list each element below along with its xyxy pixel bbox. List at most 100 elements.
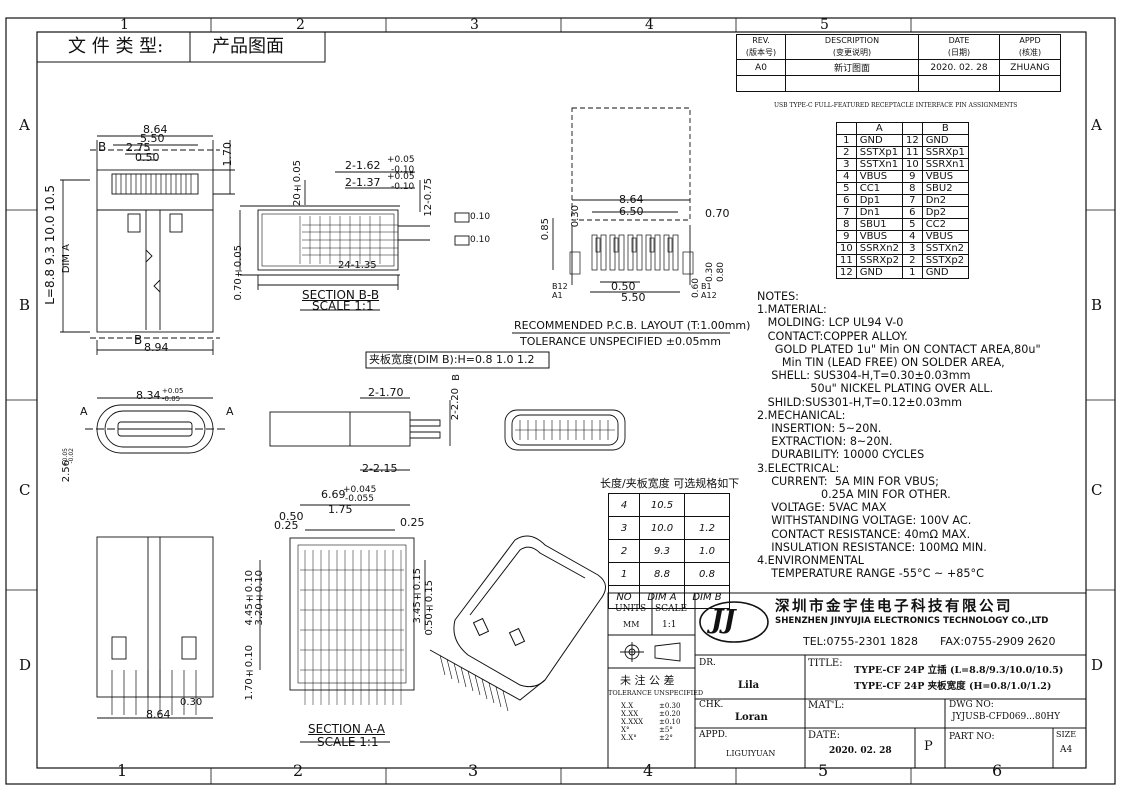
option-cell: 4 xyxy=(608,493,640,517)
note-line: MOLDING: LCP UL94 V-0 xyxy=(757,316,904,330)
tolerance-row: X.XX±0.20 xyxy=(621,710,680,718)
tolerance-value: ±0.10 xyxy=(659,718,681,726)
pin-cell: GND xyxy=(855,134,903,147)
pin-cell: 1 xyxy=(901,266,923,279)
revision-table: REV. DESCRIPTION DATE APPD (版本号) (变更说明) … xyxy=(736,34,1061,92)
pin-cell: 7 xyxy=(901,194,923,207)
pcb-pin-b1: B1 xyxy=(701,282,712,291)
note-line: INSERTION: 5~20N. xyxy=(757,422,882,436)
grid-row-c-left: C xyxy=(19,481,31,499)
pin-cell: 6 xyxy=(901,206,923,219)
dim-2-137: 2-1.37 xyxy=(345,176,381,189)
pcb-dim-080: 0.80 xyxy=(716,262,726,283)
dim-a-word: DIM A xyxy=(61,244,72,274)
company-name-en: SHENZHEN JINYUJIA ELECTRONICS TECHNOLOGY… xyxy=(775,616,1049,626)
checked-by-label: CHK. xyxy=(699,700,724,710)
doc-type-label: 文 件 类 型: xyxy=(68,36,164,57)
pin-cell: VBUS xyxy=(855,230,903,243)
note-line: VOLTAGE: 5VAC MAX xyxy=(757,501,887,515)
checked-by-value: Loran xyxy=(735,712,768,723)
dim-137-minus: -0.10 xyxy=(391,182,415,192)
grid-row-a-left: A xyxy=(19,116,30,134)
pcb-dim-060: 0.60 xyxy=(691,278,701,299)
note-line: SHILD:SUS301-H,T=0.12±0.03mm xyxy=(757,395,963,409)
rev-row-appd: ZHUANG xyxy=(999,59,1061,76)
option-cell: 1 xyxy=(608,562,640,586)
doc-type-value: 产品图面 xyxy=(212,36,284,57)
doc-type-box xyxy=(36,31,326,63)
pin-cell: 11 xyxy=(836,254,857,267)
pin-cell: 8 xyxy=(901,182,923,195)
grid-col-3-bottom: 3 xyxy=(468,761,479,780)
pin-cell: SSTXp1 xyxy=(855,146,903,159)
pcb-dim-050: 0.50 xyxy=(611,280,636,293)
drawing-title-2: TYPE-CF 24P 夹板宽度 (H=0.8/1.0/1.2) xyxy=(854,681,1052,692)
pcb-pin-a12: A12 xyxy=(701,291,717,300)
section-b-label-top: B xyxy=(98,140,107,154)
size-label: SIZE xyxy=(1056,730,1077,739)
grid-row-d-left: D xyxy=(19,656,32,674)
tolerance-format: X.X xyxy=(621,702,634,710)
grid-col-4-bottom: 4 xyxy=(643,761,654,780)
note-line: INSULATION RESISTANCE: 100MΩ MIN. xyxy=(757,540,987,554)
dim-170-010: 1.70±0.10 xyxy=(244,645,255,701)
note-line: EXTRACTION: 8~20N. xyxy=(757,435,893,449)
pin-cell: 12 xyxy=(901,134,923,147)
note-line: 50u" NICKEL PLATING OVER ALL. xyxy=(757,382,994,396)
grid-row-c-right: C xyxy=(1091,481,1103,499)
grid-col-2-bottom: 2 xyxy=(293,761,304,780)
section-bb-scale: SCALE 1:1 xyxy=(312,299,374,313)
dim-275: 2.75 xyxy=(126,141,151,154)
dwg-no-value: JYJUSB-CFD069...80HY xyxy=(952,712,1061,722)
grid-col-5-top: 5 xyxy=(820,17,829,33)
pin-cell: Dp1 xyxy=(855,194,903,207)
units-label: UNITS xyxy=(615,604,647,614)
dim-834-minus: -0.05 xyxy=(162,395,181,403)
rev-header-rev: REV. xyxy=(736,34,786,46)
pin-cell: SBU1 xyxy=(855,218,903,231)
pin-cell: 1 xyxy=(836,134,857,147)
note-line: TEMPERATURE RANGE -55°C ~ +85°C xyxy=(757,567,984,581)
dim-162-minus: -0.10 xyxy=(391,165,415,175)
front-view xyxy=(60,135,235,355)
grid-ticks xyxy=(6,18,1115,784)
pin-cell: 12 xyxy=(836,266,857,279)
note-line: WITHSTANDING VOLTAGE: 100V AC. xyxy=(757,514,972,528)
grid-col-1-bottom: 1 xyxy=(117,761,128,780)
rev-header-appd-cn: (核准) xyxy=(999,46,1061,60)
tolerance-value: ±2° xyxy=(659,734,673,742)
drawn-by-label: DR. xyxy=(699,658,716,668)
tolerance-format: X.X° xyxy=(621,734,637,742)
clamp-box xyxy=(365,351,550,369)
pin-cell: GND xyxy=(921,134,969,147)
pin-cell: 5 xyxy=(836,182,857,195)
pin-cell: 5 xyxy=(901,218,923,231)
pcb-dim-v030: 0.30 xyxy=(705,262,715,283)
grid-col-5-bottom: 5 xyxy=(818,761,829,780)
option-cell: 8.8 xyxy=(639,562,685,586)
date-label: DATE: xyxy=(808,730,841,741)
pin-cell: 8 xyxy=(836,218,857,231)
section-bb-view xyxy=(239,171,470,311)
note-line: 3.ELECTRICAL: xyxy=(757,461,840,475)
dim-12-075: 12-0.75 xyxy=(423,178,434,217)
pin-cell: SSRXn2 xyxy=(855,242,903,255)
pin-cell: VBUS xyxy=(921,170,969,183)
part-no-label: PART NO: xyxy=(949,732,995,742)
pin-cell: 3 xyxy=(901,242,923,255)
note-line: 4.ENVIRONMENTAL xyxy=(757,554,864,568)
pcb-dim-030: 0.30 xyxy=(570,205,581,228)
dim-894: 8.94 xyxy=(144,341,169,354)
dim-aa-050: 0.50 xyxy=(279,510,304,523)
tolerance-010-a: 0.10 xyxy=(470,212,491,222)
scale-label: SCALE xyxy=(655,604,688,614)
pin-cell: 3 xyxy=(836,158,857,171)
dim-550: 5.50 xyxy=(140,132,165,145)
option-cell: 0.8 xyxy=(684,562,730,586)
pcb-dim-070: 0.70 xyxy=(705,207,730,220)
